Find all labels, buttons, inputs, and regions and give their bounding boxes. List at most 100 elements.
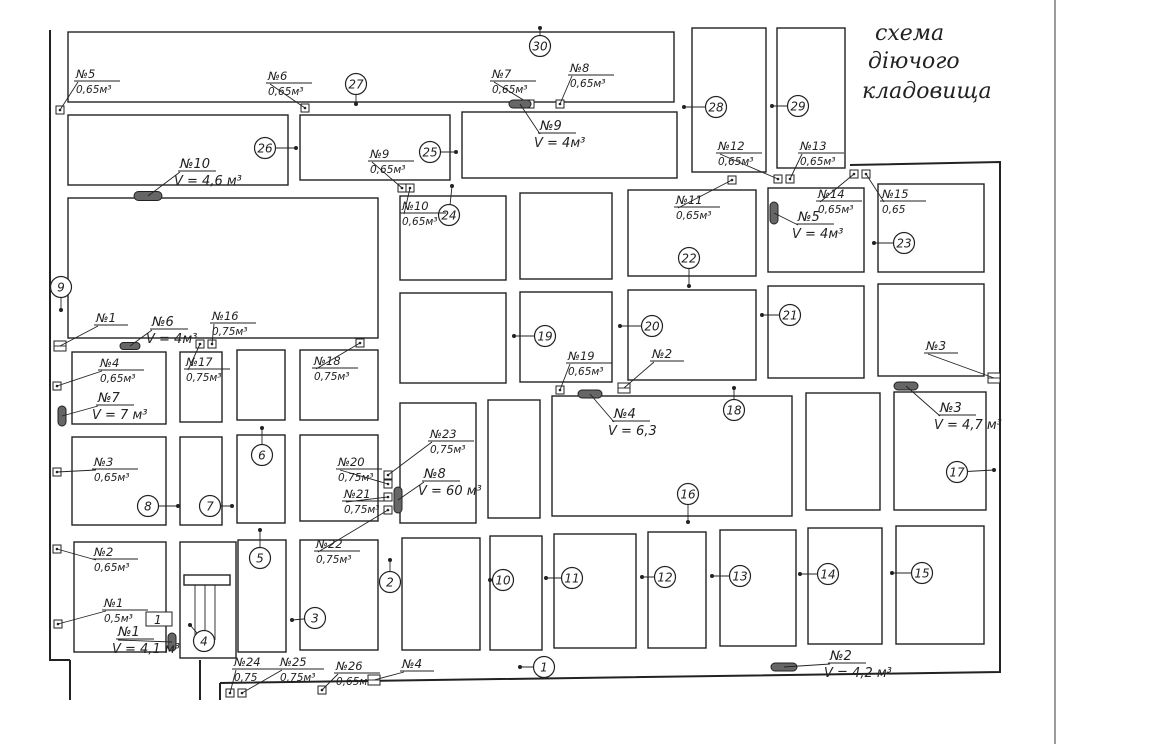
bin-number: №26 (335, 659, 363, 673)
sector-number: 9 (57, 281, 65, 295)
sector-number: 7 (206, 500, 214, 514)
tank-number: №7 (97, 391, 121, 406)
sector-marker-25: 25 (418, 140, 458, 164)
bin-number: №5 (75, 67, 95, 81)
sector-marker-9: 9 (49, 275, 73, 312)
sector-circle (378, 570, 402, 594)
sector-marker-15: 15 (890, 561, 934, 585)
sector-number: 28 (708, 101, 724, 115)
bin-volume: 0,65м³ (568, 366, 604, 378)
tank-volume: V = 60 м³ (418, 484, 482, 499)
block-gate (179, 541, 237, 659)
bin-number: №13 (799, 139, 827, 153)
sector-marker-19: 19 (512, 324, 557, 348)
sector-circle (816, 562, 840, 586)
sector-marker-6: 6 (250, 426, 274, 467)
sector-marker-7: 7 (198, 494, 234, 518)
bin-number: №20 (337, 455, 365, 469)
block-c5 (767, 187, 865, 273)
point-p3: №3 (924, 339, 1001, 384)
point-p4: №4 (367, 657, 434, 686)
bin-b1: №10,5м³ (53, 596, 148, 629)
bin-volume: 0,65м³ (76, 84, 112, 96)
sector-circle (945, 460, 969, 484)
sector-number: 13 (732, 570, 747, 584)
sector-circle (198, 494, 222, 518)
tank-number: №1 (117, 625, 140, 640)
sector-number: 3 (311, 612, 319, 626)
bin-volume: 0,75м³ (338, 472, 374, 484)
bin-number: №15 (881, 187, 909, 201)
sector-marker-29: 29 (770, 94, 810, 118)
bin-number: №2 (93, 545, 113, 559)
sector-number: 19 (537, 330, 552, 344)
sector-circle (560, 566, 584, 590)
block-w20 (299, 434, 379, 522)
bin-b5: №5 0,65м³ (55, 67, 120, 115)
gate-box-label: 1 (154, 613, 162, 627)
sector-number: 29 (790, 100, 805, 114)
block-22 (627, 189, 757, 277)
block-5 (237, 539, 287, 653)
sector-number: 27 (348, 78, 364, 92)
sector-marker-1: 1 (518, 655, 556, 679)
bin-number: №21 (343, 487, 371, 501)
tank-number: №4 (613, 407, 636, 422)
sector-number: 4 (200, 635, 208, 649)
sector-circle (437, 203, 461, 227)
bin-number: №12 (717, 139, 745, 153)
sector-marker-12: 12 (640, 565, 677, 589)
sector-circle (786, 94, 810, 118)
bin-number: №24 (233, 655, 261, 669)
tank-number: №3 (939, 401, 962, 416)
tank-volume: V = 4,1 м³ (112, 642, 180, 657)
bin-number: №16 (211, 309, 239, 323)
block-10 (489, 535, 543, 651)
block-29 (776, 27, 846, 169)
sector-circle (528, 34, 552, 58)
block-21 (767, 285, 865, 379)
tank-volume: V = 7 м³ (92, 408, 147, 423)
point-number: №3 (925, 339, 946, 353)
bin-volume: 0,65м³ (818, 204, 854, 216)
sector-marker-18: 18 (722, 386, 746, 422)
sector-number: 6 (258, 449, 266, 463)
sector-number: 23 (896, 237, 911, 251)
sector-marker-23: 23 (872, 231, 916, 255)
bin-volume: 0,65м³ (370, 164, 406, 176)
bin-number: №23 (429, 427, 457, 441)
plan-title: схема діючого кладовища (862, 21, 992, 104)
tank-number: №9 (539, 119, 562, 134)
block-14 (807, 527, 883, 645)
block-6 (236, 434, 286, 524)
block-w17 (179, 351, 223, 423)
block-26 (67, 114, 289, 186)
block-12 (647, 531, 707, 649)
tank-volume: V = 4,2 м³ (824, 666, 892, 681)
block-anon-1 (519, 192, 613, 280)
sector-number: 16 (680, 488, 696, 502)
sector-marker-11: 11 (544, 566, 584, 590)
sector-circle (418, 140, 442, 164)
block-w14 (236, 349, 286, 421)
sector-circle (704, 95, 728, 119)
bin-volume: 0,65м³ (492, 84, 528, 96)
sector-marker-30: 30 (528, 26, 552, 58)
sector-marker-14: 14 (798, 562, 840, 586)
sector-circle (532, 655, 556, 679)
tank-number: №5 (797, 210, 820, 225)
bin-volume: 0,65м³ (268, 86, 304, 98)
block-w18 (299, 349, 379, 421)
bin-volume: 0,65м³ (570, 78, 606, 90)
